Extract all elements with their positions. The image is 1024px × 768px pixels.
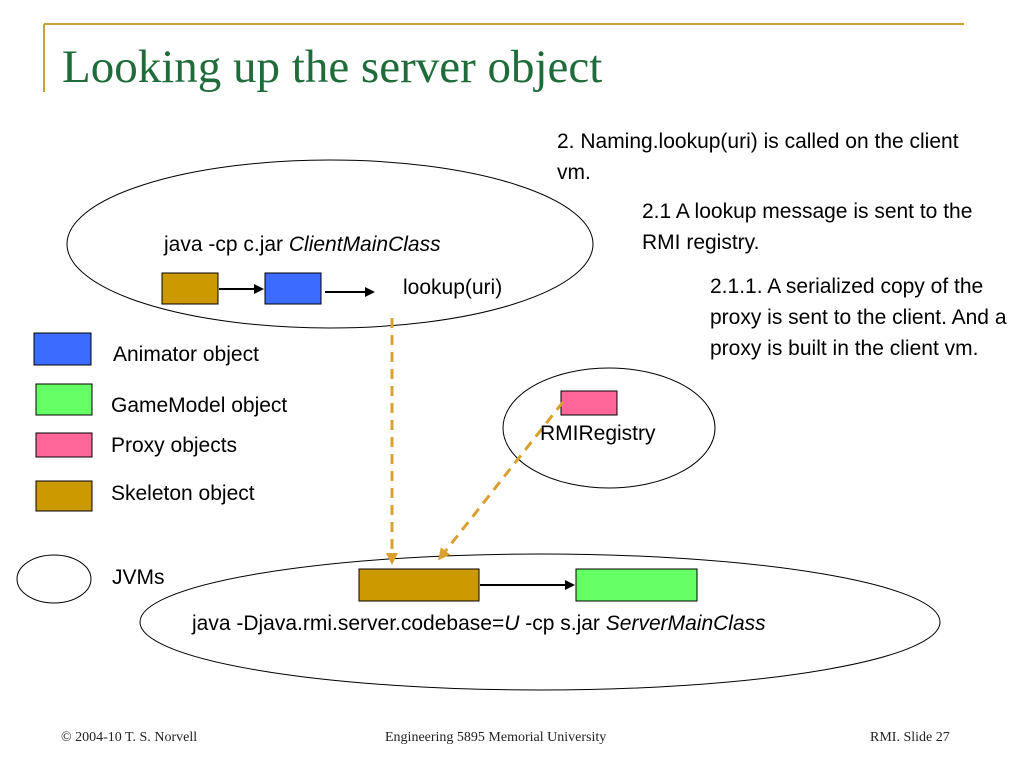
client-jvm-ellipse bbox=[66, 159, 594, 329]
client-command: java -cp c.jar ClientMainClass bbox=[164, 229, 441, 260]
legend-animator-swatch bbox=[33, 332, 92, 366]
legend-jvms-label: JVMs bbox=[112, 566, 165, 589]
legend-gamemodel-label: GameModel object bbox=[111, 394, 288, 417]
server-command-class: ServerMainClass bbox=[605, 612, 766, 635]
server-command: java -Djava.rmi.server.codebase=U -cp s.… bbox=[192, 608, 766, 639]
server-skeleton-object bbox=[358, 568, 480, 602]
step-2-1-1-text: 2.1.1. A serialized copy of the proxy is… bbox=[710, 275, 1007, 360]
legend-animator-label: Animator object bbox=[113, 343, 259, 366]
client-animator-object bbox=[264, 272, 322, 305]
footer-copyright: © 2004-10 T. S. Norvell bbox=[61, 730, 198, 745]
registry-jvm-ellipse bbox=[502, 367, 716, 489]
legend-proxy-swatch bbox=[35, 432, 93, 458]
legend-jvm-swatch bbox=[16, 554, 92, 604]
legend-skeleton-label: Skeleton object bbox=[111, 482, 255, 505]
step-2-1-text: 2.1 A lookup message is sent to the RMI … bbox=[642, 200, 973, 254]
rmi-registry-label: RMIRegistry bbox=[540, 422, 656, 445]
client-command-prefix: java -cp c.jar bbox=[164, 233, 289, 256]
legend-skeleton-swatch bbox=[35, 480, 93, 512]
step-2-text: 2. Naming.lookup(uri) is called on the c… bbox=[557, 130, 959, 184]
legend-gamemodel-swatch bbox=[35, 383, 93, 416]
lookup-call-label: lookup(uri) bbox=[403, 276, 503, 299]
server-gamemodel-object bbox=[575, 568, 698, 602]
footer-slide-number: RMI. Slide 27 bbox=[870, 730, 950, 745]
client-skeleton-object bbox=[161, 272, 219, 305]
server-command-prefix: java -Djava.rmi.server.codebase= bbox=[192, 612, 505, 635]
footer-course: Engineering 5895 Memorial University bbox=[385, 730, 607, 745]
slide-title: Looking up the server object bbox=[62, 41, 603, 93]
server-command-middle: -cp s.jar bbox=[519, 612, 606, 635]
client-command-class: ClientMainClass bbox=[288, 233, 441, 256]
server-jvm-ellipse bbox=[139, 553, 941, 691]
legend-proxy-label: Proxy objects bbox=[111, 434, 238, 457]
server-command-codebase: U bbox=[504, 612, 520, 635]
registry-proxy-object bbox=[560, 390, 618, 416]
